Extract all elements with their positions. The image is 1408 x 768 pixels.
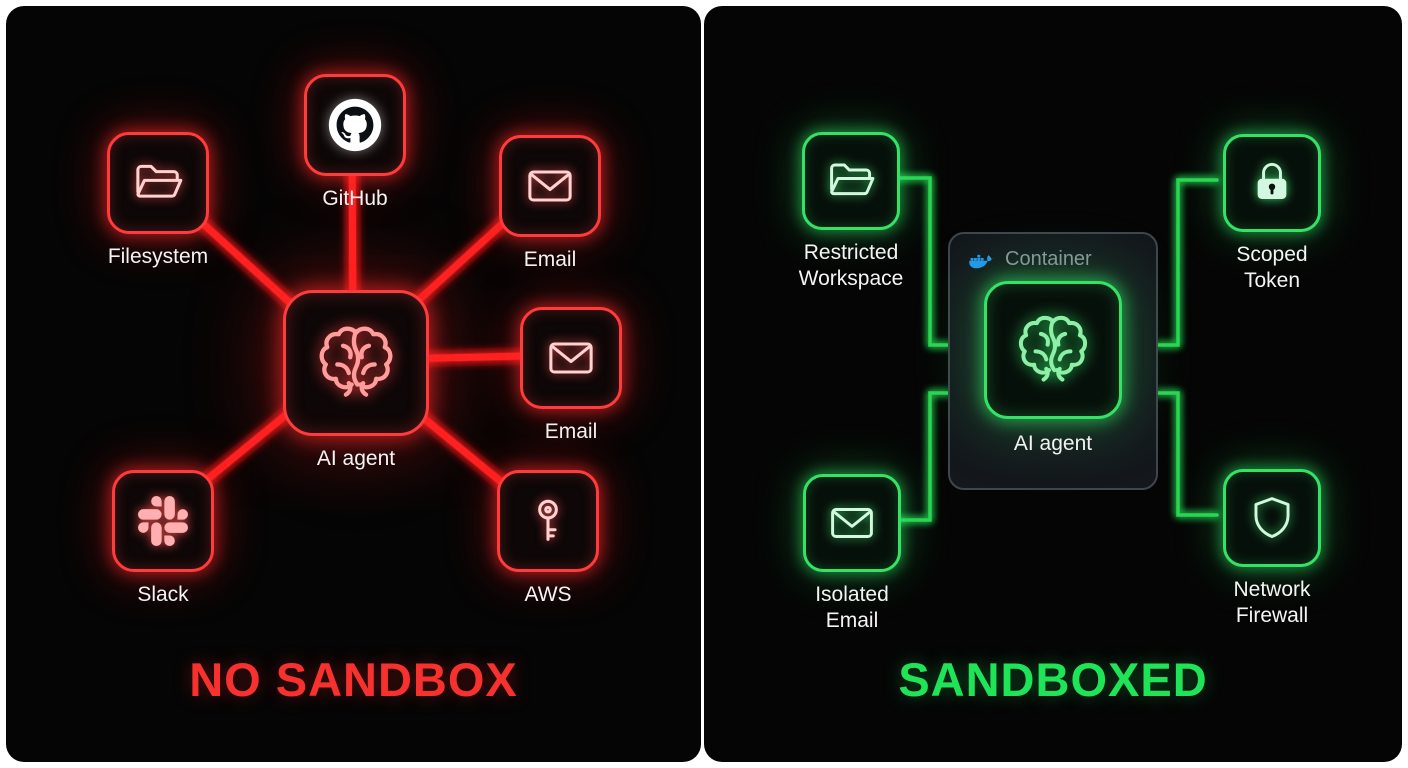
container-box: Container AI agent <box>948 232 1158 490</box>
node-scoped-token: Scoped Token <box>1217 134 1327 293</box>
brain-icon <box>984 281 1122 419</box>
key-icon <box>497 470 599 572</box>
brain-icon <box>283 290 429 436</box>
node-label: Email <box>544 420 598 443</box>
node-label: Slack <box>137 583 189 606</box>
folder-icon <box>107 132 209 234</box>
node-isolated-email: Isolated Email <box>797 474 907 633</box>
agent-label: AI agent <box>1013 432 1093 455</box>
node-label: GitHub <box>322 187 388 210</box>
slack-icon <box>112 470 214 572</box>
folder-icon <box>802 132 900 230</box>
mail-icon <box>520 307 622 409</box>
node-slack: Slack <box>112 470 214 608</box>
node-label: AI agent <box>316 447 396 470</box>
no-sandbox-title: NO SANDBOX <box>189 653 518 706</box>
node-ai-agent: AI agent <box>283 290 429 472</box>
node-label: Network Firewall <box>1233 578 1311 627</box>
container-header: Container <box>968 248 1092 271</box>
sandboxed-title: SANDBOXED <box>898 653 1208 706</box>
docker-icon <box>968 249 996 270</box>
github-icon <box>304 74 406 176</box>
node-label: Scoped Token <box>1236 243 1308 292</box>
node-restricted-workspace: Restricted Workspace <box>796 132 906 291</box>
node-label: Email <box>523 248 577 271</box>
node-email-mid: Email <box>520 307 622 445</box>
node-email-top: Email <box>499 135 601 273</box>
node-filesystem: Filesystem <box>107 132 209 270</box>
shield-icon <box>1223 469 1321 567</box>
node-label: Filesystem <box>107 245 209 268</box>
lock-icon <box>1223 134 1321 232</box>
node-network-firewall: Network Firewall <box>1217 469 1327 628</box>
container-label: Container <box>1005 248 1092 270</box>
mail-icon <box>803 474 901 572</box>
node-label: AWS <box>524 583 572 606</box>
node-label: Isolated Email <box>815 583 889 632</box>
mail-icon <box>499 135 601 237</box>
node-label: Restricted Workspace <box>798 241 904 290</box>
node-aws: AWS <box>497 470 599 608</box>
node-github: GitHub <box>304 74 406 212</box>
